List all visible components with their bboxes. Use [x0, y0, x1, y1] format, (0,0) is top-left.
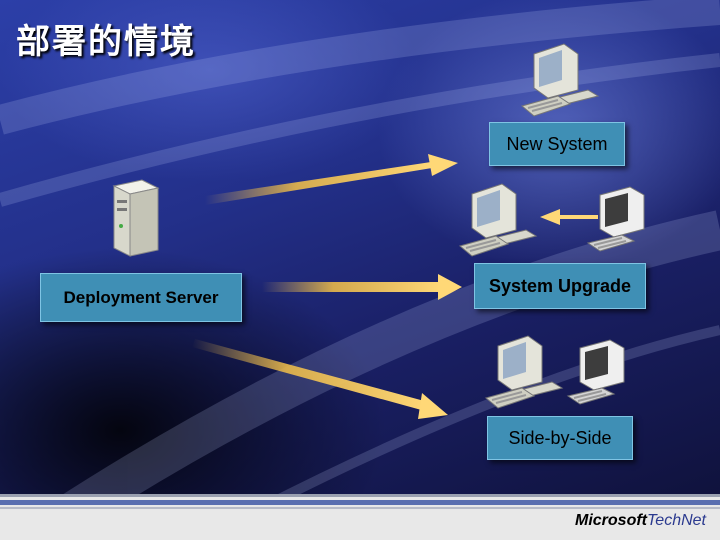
computer-icon-sbs-old	[484, 335, 564, 409]
side-by-side-label: Side-by-Side	[508, 427, 612, 448]
logo-brand: Microsoft	[575, 512, 647, 529]
deployment-server-label: Deployment Server	[63, 287, 219, 307]
arrow-between-computers	[540, 209, 598, 225]
logo-product: TechNet	[647, 512, 706, 529]
footer-bar	[0, 494, 720, 540]
microsoft-technet-logo: MicrosoftTechNet	[575, 512, 706, 530]
arrow-to-new-system	[205, 154, 458, 205]
new-system-box: New System	[489, 122, 625, 166]
page-title: 部署的情境	[16, 22, 196, 62]
computer-icon-upgrade-new	[586, 186, 645, 252]
computer-icon-sbs-new	[566, 339, 625, 405]
computer-icon-new	[520, 43, 600, 117]
system-upgrade-box: System Upgrade	[474, 263, 646, 309]
deployment-server-box: Deployment Server	[40, 273, 242, 322]
new-system-label: New System	[506, 133, 608, 154]
arrow-to-side-by-side	[192, 339, 448, 419]
server-icon	[112, 179, 160, 257]
arrow-to-system-upgrade	[262, 274, 462, 300]
computer-icon-upgrade-old	[458, 183, 538, 257]
system-upgrade-label: System Upgrade	[488, 275, 632, 296]
side-by-side-box: Side-by-Side	[487, 416, 633, 460]
